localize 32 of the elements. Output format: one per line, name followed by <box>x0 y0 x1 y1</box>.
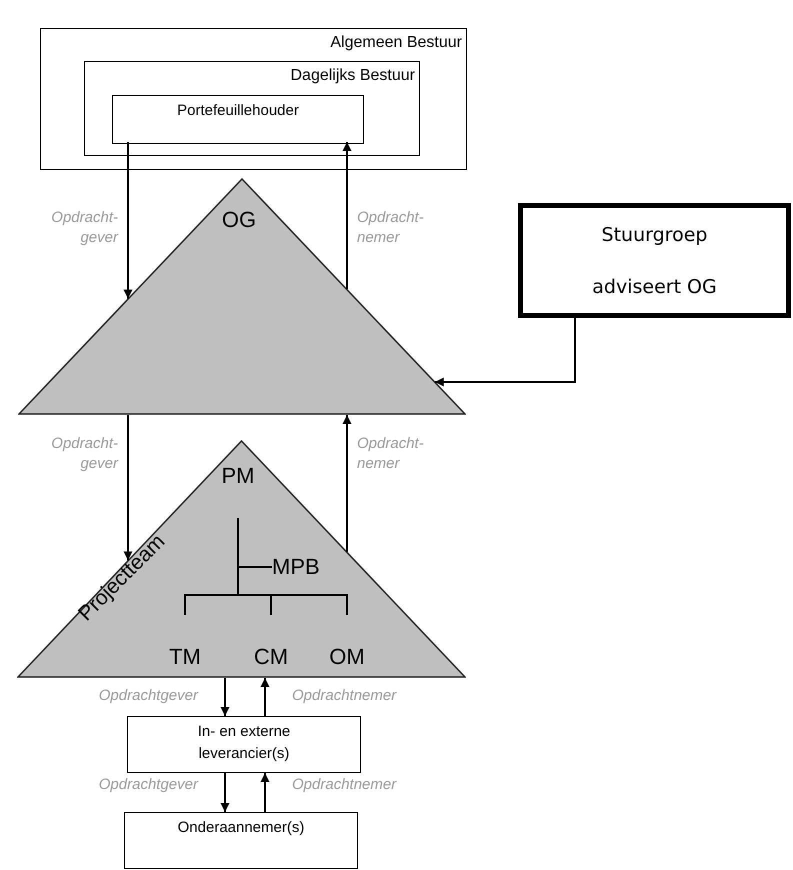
advice-box: Stuurgroep adviseert OG <box>518 203 791 318</box>
process-box: Portefeuillehouder <box>112 95 364 144</box>
edge-label: Opdracht- gever <box>50 434 118 474</box>
arrow <box>220 678 230 716</box>
box-heading: Dagelijks Bestuur <box>290 66 415 86</box>
arrow <box>434 318 576 386</box>
arrow <box>124 142 132 299</box>
triangle-label: OG <box>220 206 258 234</box>
arrow <box>260 773 270 812</box>
arrow <box>220 773 230 812</box>
process-box: In- en externe leverancier(s) <box>127 716 361 773</box>
edge-label: Opdracht- gever <box>50 208 118 248</box>
nested-box <box>40 28 467 170</box>
edge-label: Opdrachtgever <box>98 686 198 706</box>
role-label: CM <box>254 643 288 671</box>
edge-label: Opdrachtnemer <box>292 686 398 706</box>
role-label: OM <box>329 643 365 671</box>
edge-label: Opdrachtnemer <box>292 775 398 795</box>
arrow <box>342 142 352 290</box>
arrow <box>260 678 270 716</box>
org-line <box>237 518 348 615</box>
role-label: TM <box>169 643 201 671</box>
nested-box <box>84 61 420 156</box>
edge-label: Opdracht- nemer <box>357 208 425 248</box>
box-heading: Algemeen Bestuur <box>330 33 462 53</box>
role-label: PM <box>222 462 254 490</box>
role-label: MPB <box>272 553 320 581</box>
edge-label: Opdrachtgever <box>98 775 198 795</box>
arrow <box>124 415 132 560</box>
process-box: Onderaannemer(s) <box>124 812 358 869</box>
arrow <box>342 415 352 552</box>
edge-label: Opdracht- nemer <box>357 434 425 474</box>
